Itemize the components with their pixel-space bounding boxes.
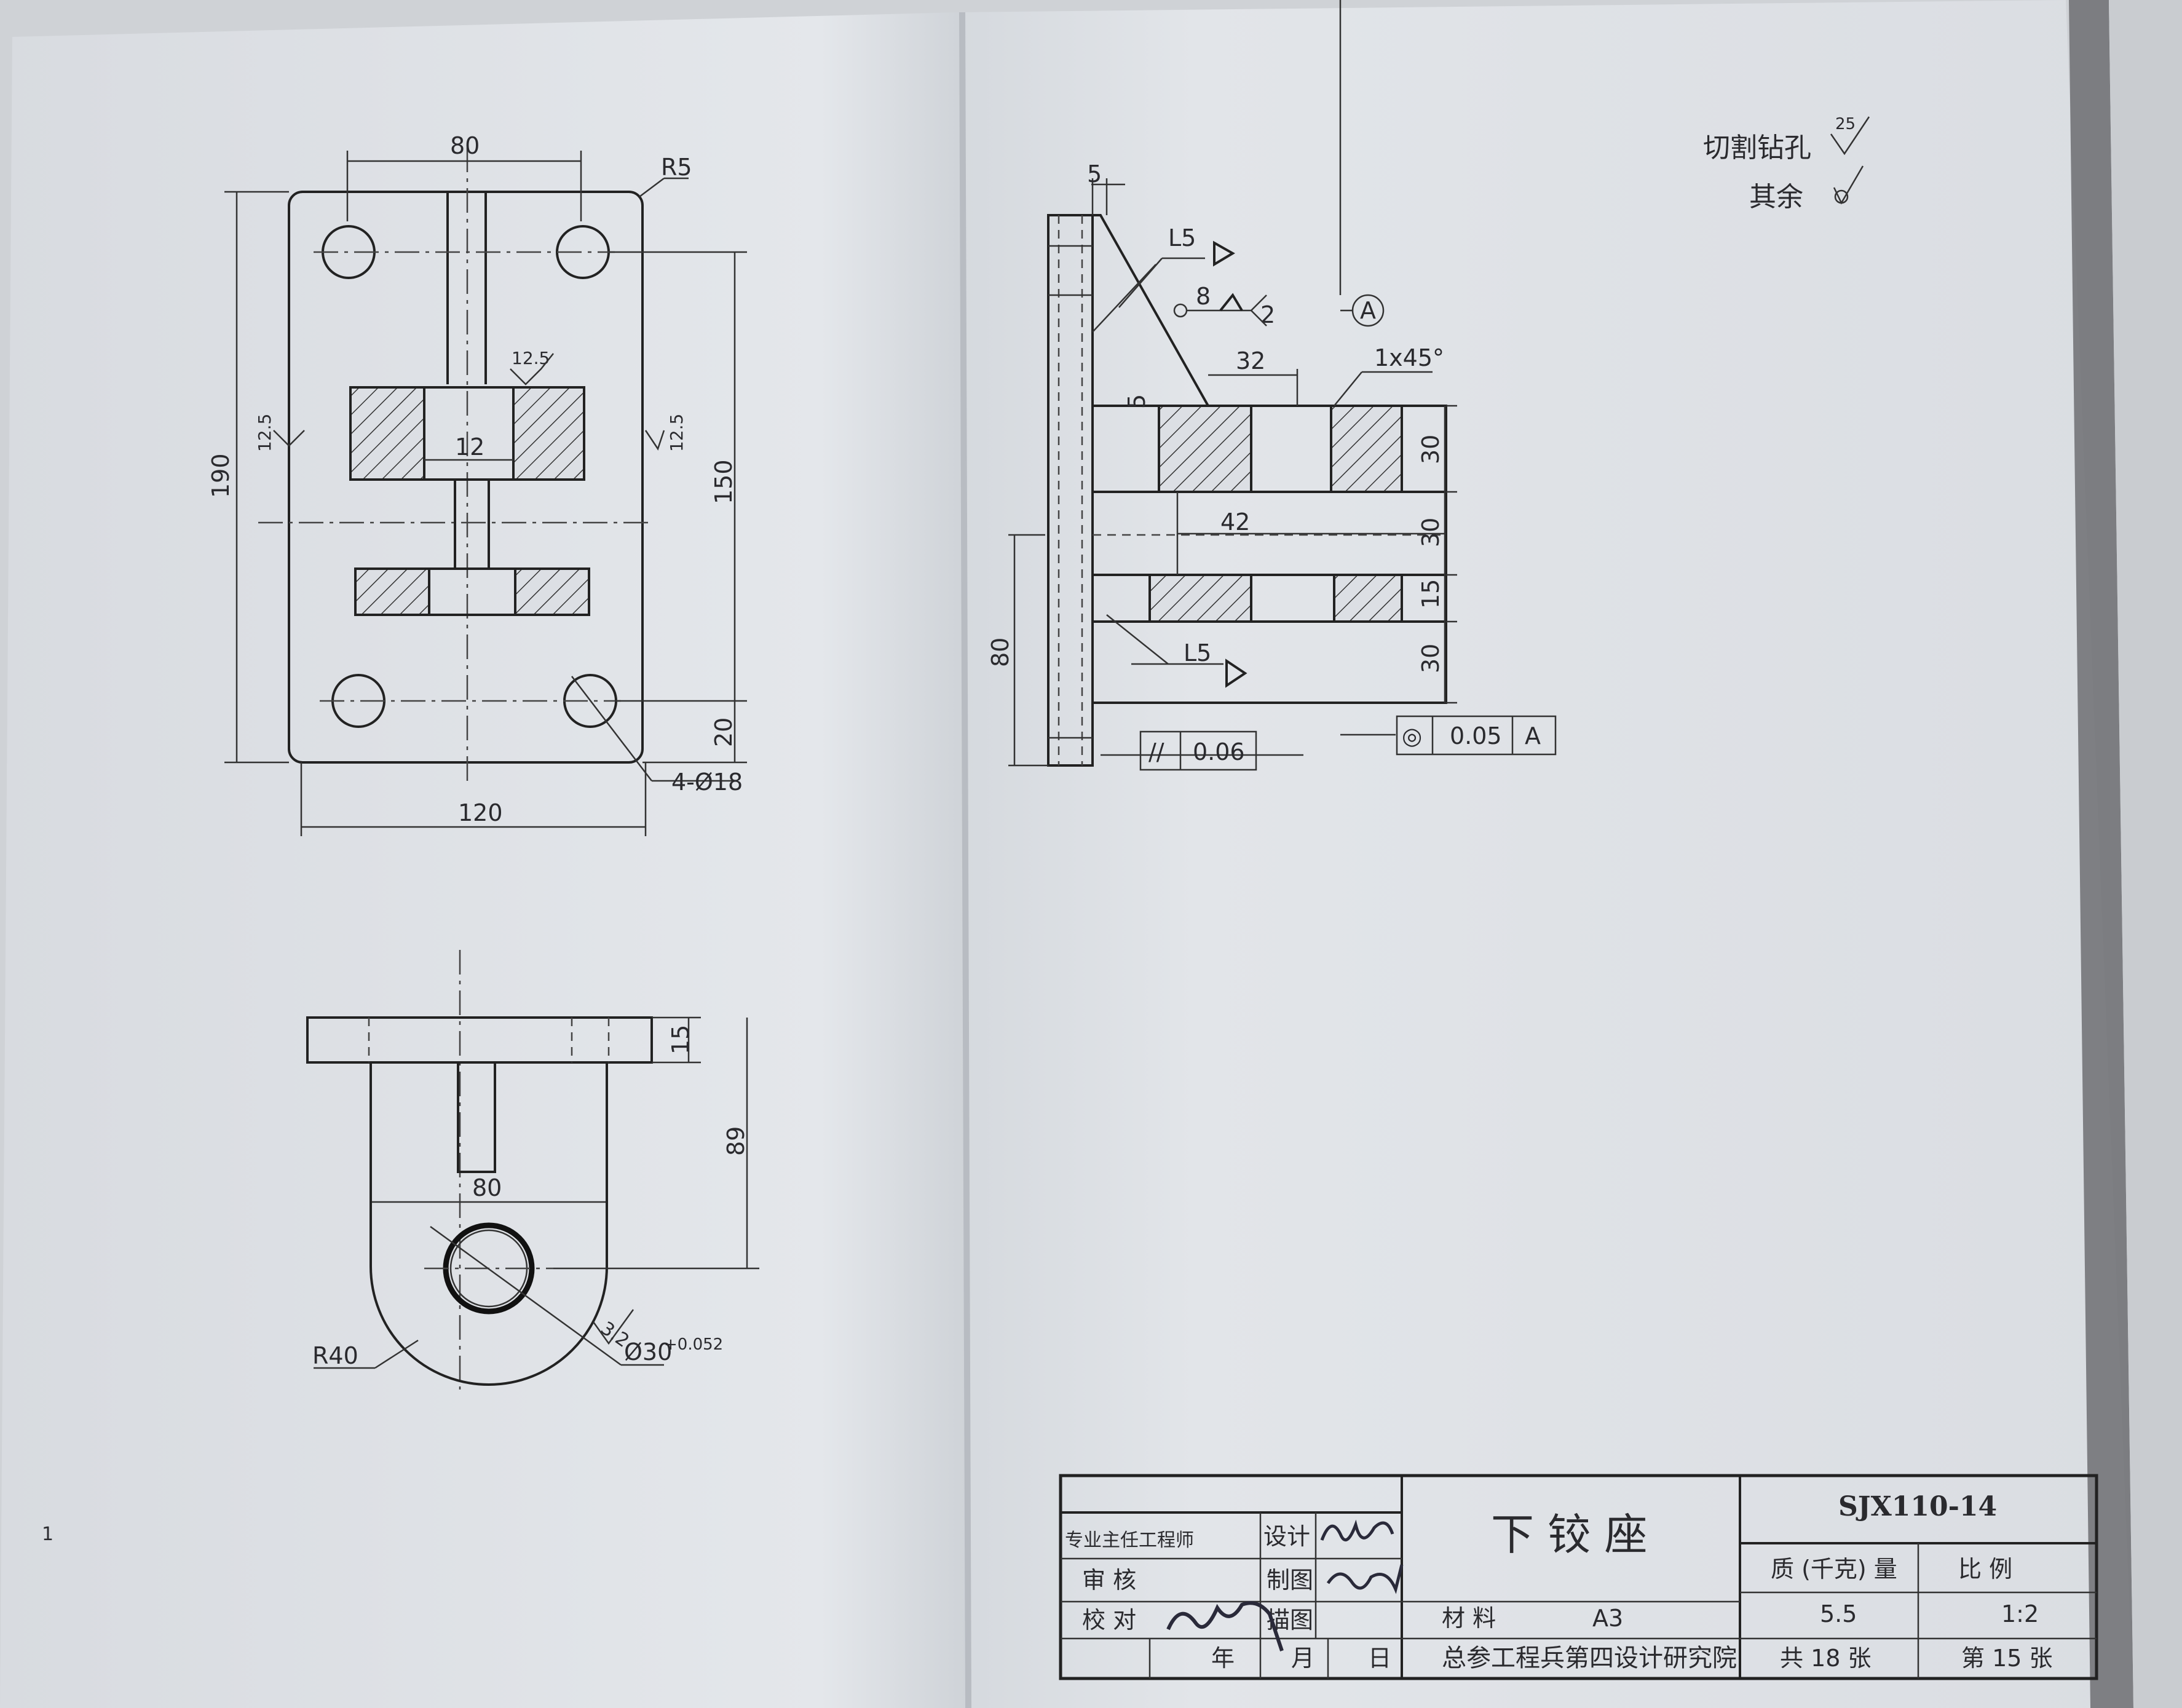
dim-chamfer: 1x45° bbox=[1374, 344, 1444, 371]
tb-material: A3 bbox=[1592, 1605, 1623, 1632]
dim-32: 32 bbox=[1236, 347, 1265, 374]
tb-scale-label: 比 例 bbox=[1958, 1556, 2012, 1583]
tb-sheet-no: 第 15 张 bbox=[1961, 1645, 2053, 1672]
front-view: 80 R5 190 150 20 120 4-Ø18 12.5 12.5 12.… bbox=[207, 132, 747, 836]
dim-bore-tol: +0.052 bbox=[664, 1335, 723, 1354]
dim-80-bottom: 80 bbox=[472, 1174, 502, 1201]
tb-institute: 总参工程兵第四设计研究院 bbox=[1442, 1644, 1737, 1672]
weld-top: L5 bbox=[1168, 224, 1196, 251]
dim-12: 12 bbox=[455, 433, 484, 461]
dim-15-bottom: 15 bbox=[667, 1025, 694, 1054]
tb-total-sheets: 共 18 张 bbox=[1780, 1645, 1872, 1672]
rough-right: 12.5 bbox=[666, 414, 687, 452]
right-edge bbox=[2109, 0, 2182, 1708]
dim-42: 42 bbox=[1220, 508, 1250, 536]
tb-mass-label: 质 (千克) 量 bbox=[1771, 1556, 1897, 1583]
dim-89: 89 bbox=[722, 1126, 749, 1156]
tol-parallel-value: 0.06 bbox=[1193, 738, 1245, 765]
right-border-band bbox=[2069, 0, 2133, 1708]
datum-a: A bbox=[1360, 297, 1376, 324]
note-drill-value: 25 bbox=[1835, 115, 1856, 133]
dim-150: 150 bbox=[710, 459, 737, 504]
tb-design: 设计 bbox=[1263, 1523, 1310, 1550]
weld-mid: 8 bbox=[1196, 283, 1211, 310]
dim-120: 120 bbox=[458, 799, 503, 826]
tb-year: 年 bbox=[1211, 1645, 1235, 1672]
tb-check: 校 对 bbox=[1082, 1607, 1136, 1634]
dim-30b: 30 bbox=[1417, 518, 1444, 547]
tol-conc-ref: A bbox=[1525, 722, 1541, 749]
dim-5-top: 5 bbox=[1087, 160, 1102, 188]
signature-check bbox=[1166, 1601, 1284, 1651]
margin-mark: 1 bbox=[42, 1524, 53, 1545]
tb-day: 日 bbox=[1368, 1645, 1391, 1672]
weld-mid2: 2 bbox=[1260, 301, 1275, 328]
dim-r5: R5 bbox=[661, 154, 692, 181]
note-rest-label: 其余 bbox=[1749, 181, 1803, 213]
side-view: 5 L5 8 2 A 32 1x45° 5 42 30 30 15 30 bbox=[987, 0, 1557, 771]
dim-bore: Ø30 bbox=[624, 1338, 672, 1366]
dim-190: 190 bbox=[207, 453, 234, 498]
roughness-notes: 切割钻孔 25 其余 bbox=[1703, 115, 1870, 213]
tb-mass: 5.5 bbox=[1820, 1600, 1857, 1627]
rough-left: 12.5 bbox=[255, 414, 275, 452]
dim-30a: 30 bbox=[1417, 435, 1444, 464]
dim-80-side: 80 bbox=[987, 638, 1014, 667]
page-fold bbox=[959, 12, 971, 1708]
tb-draw: 制图 bbox=[1267, 1567, 1313, 1594]
bottom-view: 15 89 80 R40 3.2 Ø30 +0.052 bbox=[306, 950, 759, 1390]
tol-parallel-symbol: // bbox=[1148, 738, 1164, 765]
dim-5-side: 5 bbox=[1123, 394, 1150, 409]
left-page bbox=[0, 12, 965, 1708]
tol-conc-symbol: ◎ bbox=[1402, 722, 1422, 749]
signature-design bbox=[1320, 1519, 1394, 1542]
tb-chief-engineer: 专业主任工程师 bbox=[1065, 1530, 1194, 1551]
tb-part-name: 下 铰 座 bbox=[1491, 1509, 1648, 1560]
dim-30c: 30 bbox=[1417, 644, 1444, 673]
dim-15-side: 15 bbox=[1417, 579, 1444, 609]
dim-4-holes: 4-Ø18 bbox=[671, 769, 743, 796]
weld-bottom: L5 bbox=[1184, 639, 1211, 666]
title-block: 下 铰 座 SJX110-14 专业主任工程师 设计 审 核 制图 校 对 描图… bbox=[1059, 1474, 2098, 1680]
dim-80-top: 80 bbox=[450, 132, 480, 159]
tol-conc-value: 0.05 bbox=[1450, 722, 1502, 749]
signature-draw bbox=[1326, 1564, 1404, 1594]
tb-drawing-no: SJX110-14 bbox=[1838, 1491, 1997, 1522]
right-page bbox=[959, 0, 2133, 1708]
tb-scale: 1:2 bbox=[2001, 1600, 2039, 1627]
note-drill-label: 切割钻孔 bbox=[1703, 132, 1811, 164]
dim-r40: R40 bbox=[312, 1342, 358, 1369]
tb-month: 月 bbox=[1291, 1645, 1314, 1672]
tb-review: 审 核 bbox=[1082, 1567, 1136, 1594]
tb-material-label: 材 料 bbox=[1442, 1605, 1496, 1632]
dim-20: 20 bbox=[710, 718, 737, 747]
